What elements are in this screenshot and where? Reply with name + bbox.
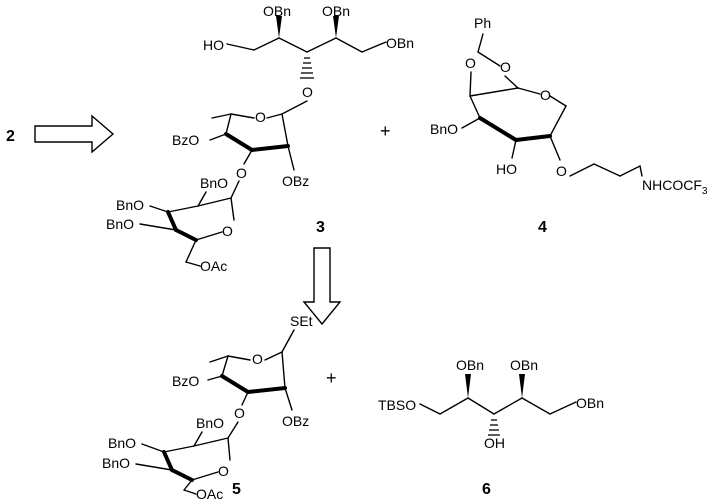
acetoxy-label: OAc	[200, 258, 227, 274]
benzyloxy-label: OBn	[322, 3, 350, 19]
benzoyloxy-label: OBz	[282, 413, 309, 429]
benzyloxy-label: BnO	[430, 121, 458, 137]
ring-oxygen: O	[218, 463, 229, 479]
benzyloxy-label: BnO	[116, 197, 144, 213]
benzyloxy-label: BnO	[200, 175, 228, 191]
hydroxyl-label: OH	[484, 435, 505, 451]
compound-label-6: 6	[482, 481, 491, 498]
ring-oxygen: O	[255, 109, 266, 125]
benzyloxy-label: OBn	[386, 35, 414, 51]
glycosidic-oxygen: O	[556, 163, 567, 179]
benzyloxy-label: BnO	[108, 435, 136, 451]
glycosidic-oxygen: O	[302, 84, 313, 100]
compound-4: Ph O O O BnO HO O NHCOCF3	[430, 15, 708, 197]
plus-sign: +	[326, 368, 337, 388]
silyl-ether-label: TBSO	[378, 397, 416, 413]
compound-6: TBSO OBn OBn OBn OH	[378, 357, 604, 451]
ring-oxygen: O	[540, 87, 551, 103]
ring-oxygen: O	[222, 223, 233, 239]
compound-3: HO OBn OBn OBn O O BzO OBz O	[106, 3, 414, 274]
benzoyloxy-label: OBz	[282, 173, 309, 189]
trifluoroacetamide-label: NHCOCF3	[642, 177, 708, 197]
benzyloxy-label: BnO	[102, 455, 130, 471]
plus-sign: +	[380, 121, 391, 141]
benzyloxy-label: BnO	[106, 216, 134, 232]
ethylthio-label: SEt	[290, 313, 313, 329]
benzyloxy-label: OBn	[576, 395, 604, 411]
retro-arrow-vertical	[302, 247, 342, 326]
wedge-bond	[276, 16, 282, 38]
ring-oxygen: O	[500, 59, 511, 75]
ring-oxygen: O	[465, 55, 476, 71]
wedge-bond	[333, 16, 339, 38]
wedge-bond	[465, 374, 471, 398]
benzoyloxy-label: BzO	[172, 373, 199, 389]
phenyl-label: Ph	[474, 15, 491, 31]
benzoyloxy-label: BzO	[172, 132, 199, 148]
compound-5: SEt O BzO OBz O BnO O BnO BnO OAc	[102, 313, 313, 501]
acetoxy-label: OAc	[196, 486, 223, 501]
linking-oxygen: O	[234, 405, 245, 421]
retro-arrow-horizontal	[34, 114, 115, 154]
compound-label-2: 2	[6, 128, 15, 145]
benzyloxy-label: OBn	[456, 357, 484, 373]
benzyloxy-label: OBn	[510, 357, 538, 373]
wedge-bond	[519, 374, 525, 398]
compound-label-3: 3	[316, 219, 325, 236]
benzyloxy-label: BnO	[196, 415, 224, 431]
linking-oxygen: O	[236, 165, 247, 181]
ring-oxygen: O	[252, 351, 263, 367]
benzyloxy-label: OBn	[263, 3, 291, 19]
hydroxyl-label: HO	[203, 37, 224, 53]
hydroxyl-label: HO	[496, 161, 517, 177]
compound-label-5: 5	[232, 481, 241, 498]
compound-label-4: 4	[538, 219, 547, 236]
